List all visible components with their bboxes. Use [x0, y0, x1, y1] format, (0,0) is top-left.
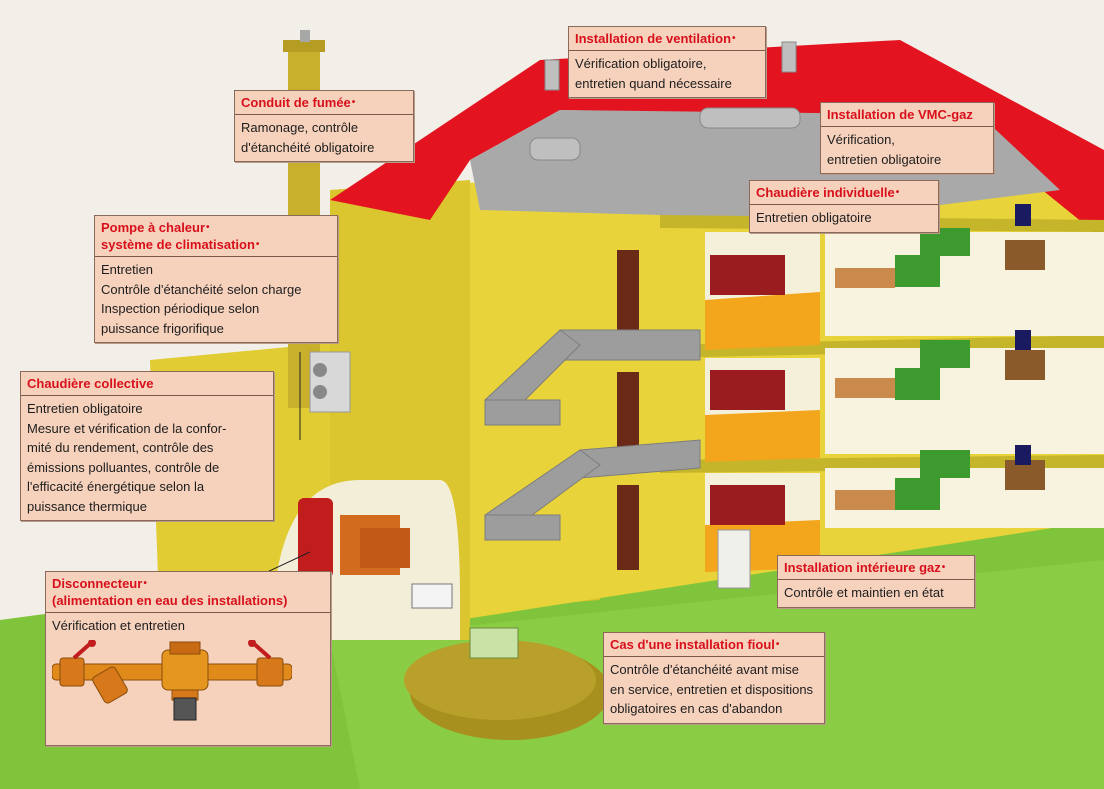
title-line: Cas d'une installation fioul: [610, 636, 818, 653]
callout-disconnecteur-title: Disconnecteur (alimentation en eau des i…: [46, 572, 330, 613]
callout-disconnecteur: Disconnecteur (alimentation en eau des i…: [45, 571, 331, 746]
title-line: Conduit de fumée: [241, 94, 407, 111]
callout-pompe-chaleur-body: Entretien Contrôle d'étanchéité selon ch…: [95, 257, 337, 342]
callout-chaudiere-collective-body: Entretien obligatoire Mesure et vérifica…: [21, 396, 273, 520]
body-line: entretien obligatoire: [827, 151, 942, 167]
body-line: mité du rendement, contrôle des: [27, 440, 214, 455]
callout-ventilation: Installation de ventilation Vérification…: [568, 26, 766, 98]
callout-installation-fioul: Cas d'une installation fioul Contrôle d'…: [603, 632, 825, 724]
title-line: Pompe à chaleur: [101, 219, 331, 236]
body-line: Vérification obligatoire,: [575, 56, 707, 71]
callout-chaudiere-collective: Chaudière collective Entretien obligatoi…: [20, 371, 274, 521]
title-line: Installation de ventilation: [575, 30, 759, 47]
roof-vents: [529, 41, 801, 161]
callout-chaudiere-individuelle-title: Chaudière individuelle: [750, 181, 938, 205]
callout-vmc-gaz-body: Vérification, entretien obligatoire: [821, 127, 993, 173]
gas-meter-cabinet: [717, 529, 751, 589]
callout-disconnecteur-body: Vérification et entretien: [46, 613, 330, 726]
title-line: Chaudière individuelle: [756, 184, 932, 201]
body-line: Entretien obligatoire: [27, 401, 143, 416]
body-line: Contrôle d'étanchéité selon charge: [101, 281, 302, 297]
apartments: [705, 204, 1104, 572]
body-line: d'étanchéité obligatoire: [241, 139, 375, 155]
title-line: Installation de VMC-gaz: [827, 107, 973, 122]
callout-installation-interieure-gaz: Installation intérieure gaz Contrôle et …: [777, 555, 975, 608]
callout-conduit-fumee-body: Ramonage, contrôle d'étanchéité obligato…: [235, 115, 413, 161]
callout-installation-fioul-body: Contrôle d'étanchéité avant mise en serv…: [604, 657, 824, 723]
body-line: Vérification,: [827, 132, 895, 147]
body-line: Vérification et entretien: [52, 618, 185, 633]
doors: [617, 250, 639, 570]
callout-conduit-fumee: Conduit de fumée Ramonage, contrôle d'ét…: [234, 90, 414, 162]
body-line: Entretien obligatoire: [756, 210, 872, 225]
callout-conduit-fumee-title: Conduit de fumée: [235, 91, 413, 115]
title-line: (alimentation en eau des installations): [52, 593, 288, 608]
body-line: Ramonage, contrôle: [241, 120, 359, 135]
callout-installation-interieure-gaz-body: Contrôle et maintien en état: [778, 580, 974, 607]
title-line: Installation intérieure gaz: [784, 559, 968, 576]
body-line: en service, entretien et dispositions: [610, 681, 814, 697]
body-line: l'efficacité énergétique selon la: [27, 479, 205, 494]
roof: [330, 40, 1104, 240]
staircase: [484, 329, 701, 541]
callout-vmc-gaz: Installation de VMC-gaz Vérification, en…: [820, 102, 994, 174]
callout-installation-fioul-title: Cas d'une installation fioul: [604, 633, 824, 657]
callout-chaudiere-individuelle-body: Entretien obligatoire: [750, 205, 938, 232]
body-line: entretien quand nécessaire: [575, 75, 732, 91]
body-line: puissance frigorifique: [101, 320, 224, 336]
body-line: Inspection périodique selon: [101, 301, 260, 316]
title-line: Disconnecteur: [52, 575, 324, 592]
body-line: Contrôle d'étanchéité avant mise: [610, 662, 799, 677]
body-line: Contrôle et maintien en état: [784, 585, 944, 600]
callout-installation-interieure-gaz-title: Installation intérieure gaz: [778, 556, 974, 580]
body-line: Mesure et vérification de la confor-: [27, 420, 227, 436]
heat-pump-unit: [309, 351, 351, 413]
title-line: système de climatisation: [101, 236, 331, 253]
callout-chaudiere-individuelle: Chaudière individuelle Entretien obligat…: [749, 180, 939, 233]
disconnector-valve-icon: [52, 639, 292, 720]
title-line: Chaudière collective: [27, 376, 154, 391]
body-line: émissions polluantes, contrôle de: [27, 459, 220, 475]
callout-chaudiere-collective-title: Chaudière collective: [21, 372, 273, 396]
body-line: Entretien: [101, 262, 154, 277]
callout-pompe-chaleur-title: Pompe à chaleur système de climatisation: [95, 216, 337, 257]
callout-ventilation-title: Installation de ventilation: [569, 27, 765, 51]
callout-pompe-chaleur: Pompe à chaleur système de climatisation…: [94, 215, 338, 343]
body-line: puissance thermique: [27, 498, 147, 514]
callout-vmc-gaz-title: Installation de VMC-gaz: [821, 103, 993, 127]
callout-ventilation-body: Vérification obligatoire, entretien quan…: [569, 51, 765, 97]
body-line: obligatoires en cas d'abandon: [610, 701, 783, 716]
